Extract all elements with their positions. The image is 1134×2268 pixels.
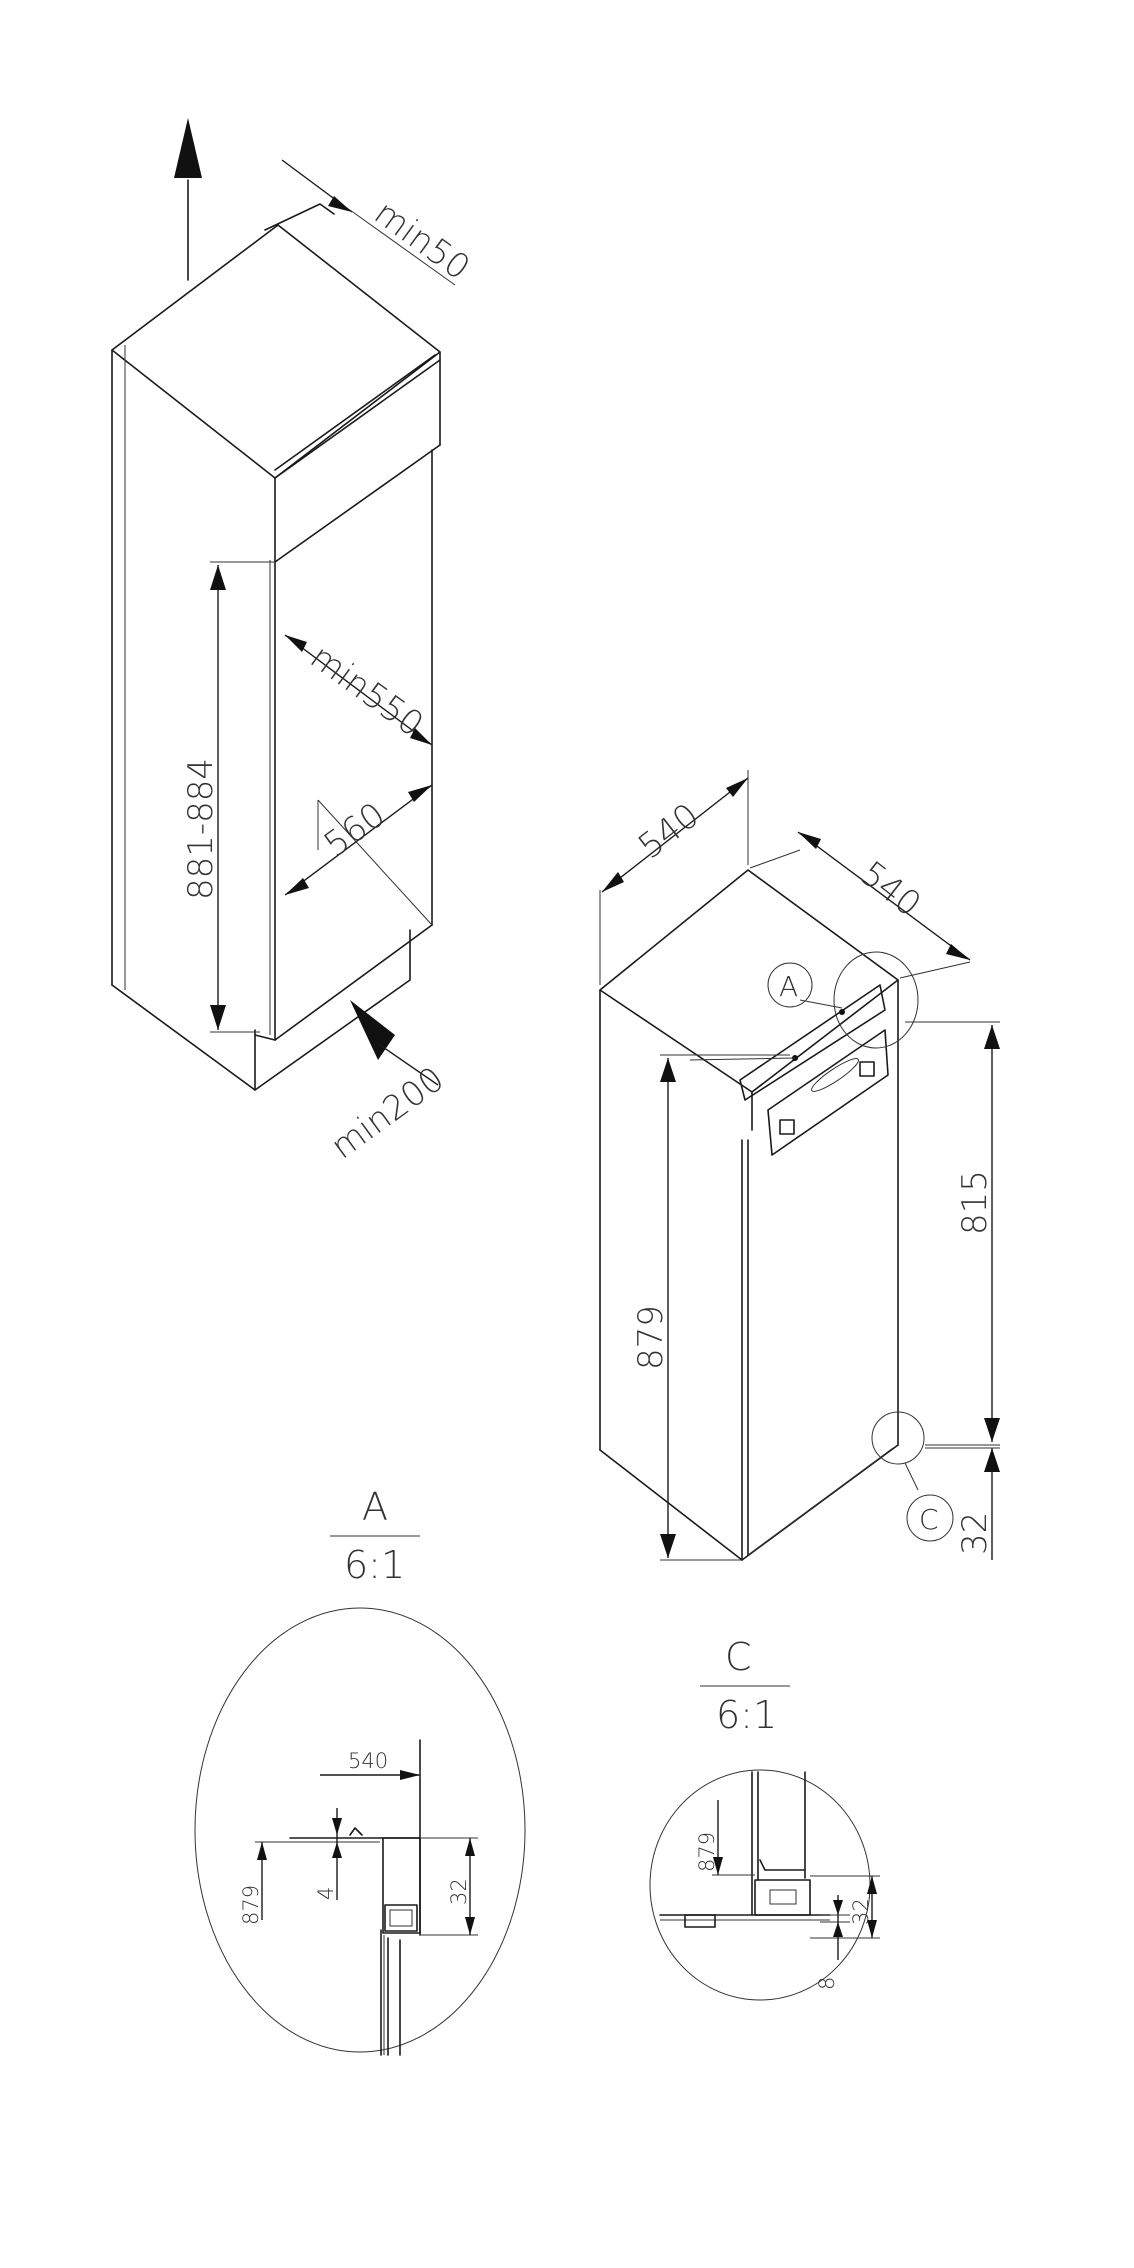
niche-min-depth-label: min550 [303,637,431,745]
niche-height-label: 881-884 [181,758,221,900]
detail-c: C 6:1 879 32 8 [649,1635,880,2001]
niche-min-top-label: min50 [367,193,477,288]
appliance-view: A C 540 540 879 815 [599,770,1000,1561]
detail-a-dim-879: 879 [239,1885,263,1925]
detail-a-title: A [362,1485,388,1529]
appliance-height-label: 879 [631,1305,671,1370]
niche-view: min50 881-884 min550 560 min200 [111,118,477,1167]
appliance-door-height-label: 815 [955,1170,995,1235]
detail-a-dim-4: 4 [314,1887,338,1900]
appliance-depth-label: 540 [852,854,928,925]
detail-c-dim-879: 879 [695,1832,719,1872]
detail-c-dim-8: 8 [815,1977,839,1990]
appliance-marker-a: A [779,970,798,1003]
detail-c-title: C [725,1635,752,1679]
detail-a-scale: 6:1 [344,1543,405,1587]
appliance-width-label: 540 [631,796,707,867]
detail-c-scale: 6:1 [716,1693,777,1737]
niche-width-label: 560 [317,795,393,866]
detail-c-dim-32: 32 [849,1898,873,1925]
appliance-base-label: 32 [955,1512,995,1555]
detail-a-dim-32: 32 [447,1878,471,1905]
detail-a-dim-540: 540 [348,1749,388,1773]
niche-min-bottom-label: min200 [324,1059,452,1167]
detail-a: A 6:1 540 879 4 [194,1485,526,2056]
appliance-marker-c: C [919,1503,939,1536]
